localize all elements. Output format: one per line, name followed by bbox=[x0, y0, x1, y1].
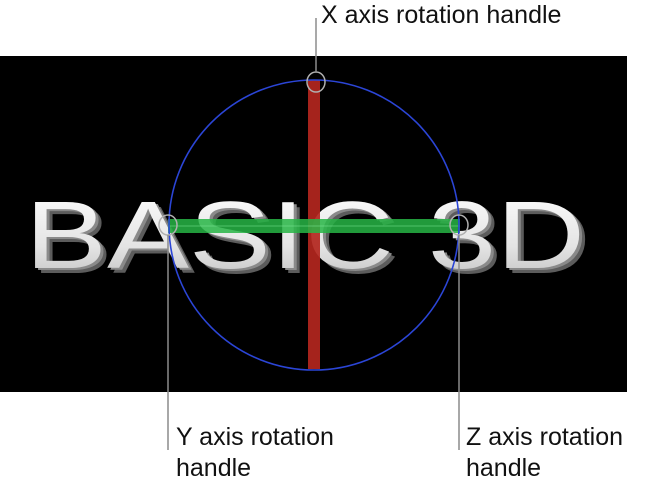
z-handle-label-line2: handle bbox=[466, 454, 542, 482]
y-handle-label-line1: Y axis rotation bbox=[176, 423, 334, 451]
y-handle-label-line2: handle bbox=[176, 454, 252, 482]
svg-text:BASIC 3D: BASIC 3D bbox=[25, 182, 585, 289]
z-rotation-ring[interactable] bbox=[168, 79, 460, 371]
z-handle-callout: Z axis rotation handle bbox=[466, 422, 623, 484]
y-handle-callout: Y axis rotation handle bbox=[176, 422, 334, 484]
x-handle-callout: X axis rotation handle bbox=[321, 0, 561, 31]
z-handle-label-line1: Z axis rotation bbox=[466, 423, 624, 451]
x-handle-label: X axis rotation handle bbox=[321, 1, 562, 29]
